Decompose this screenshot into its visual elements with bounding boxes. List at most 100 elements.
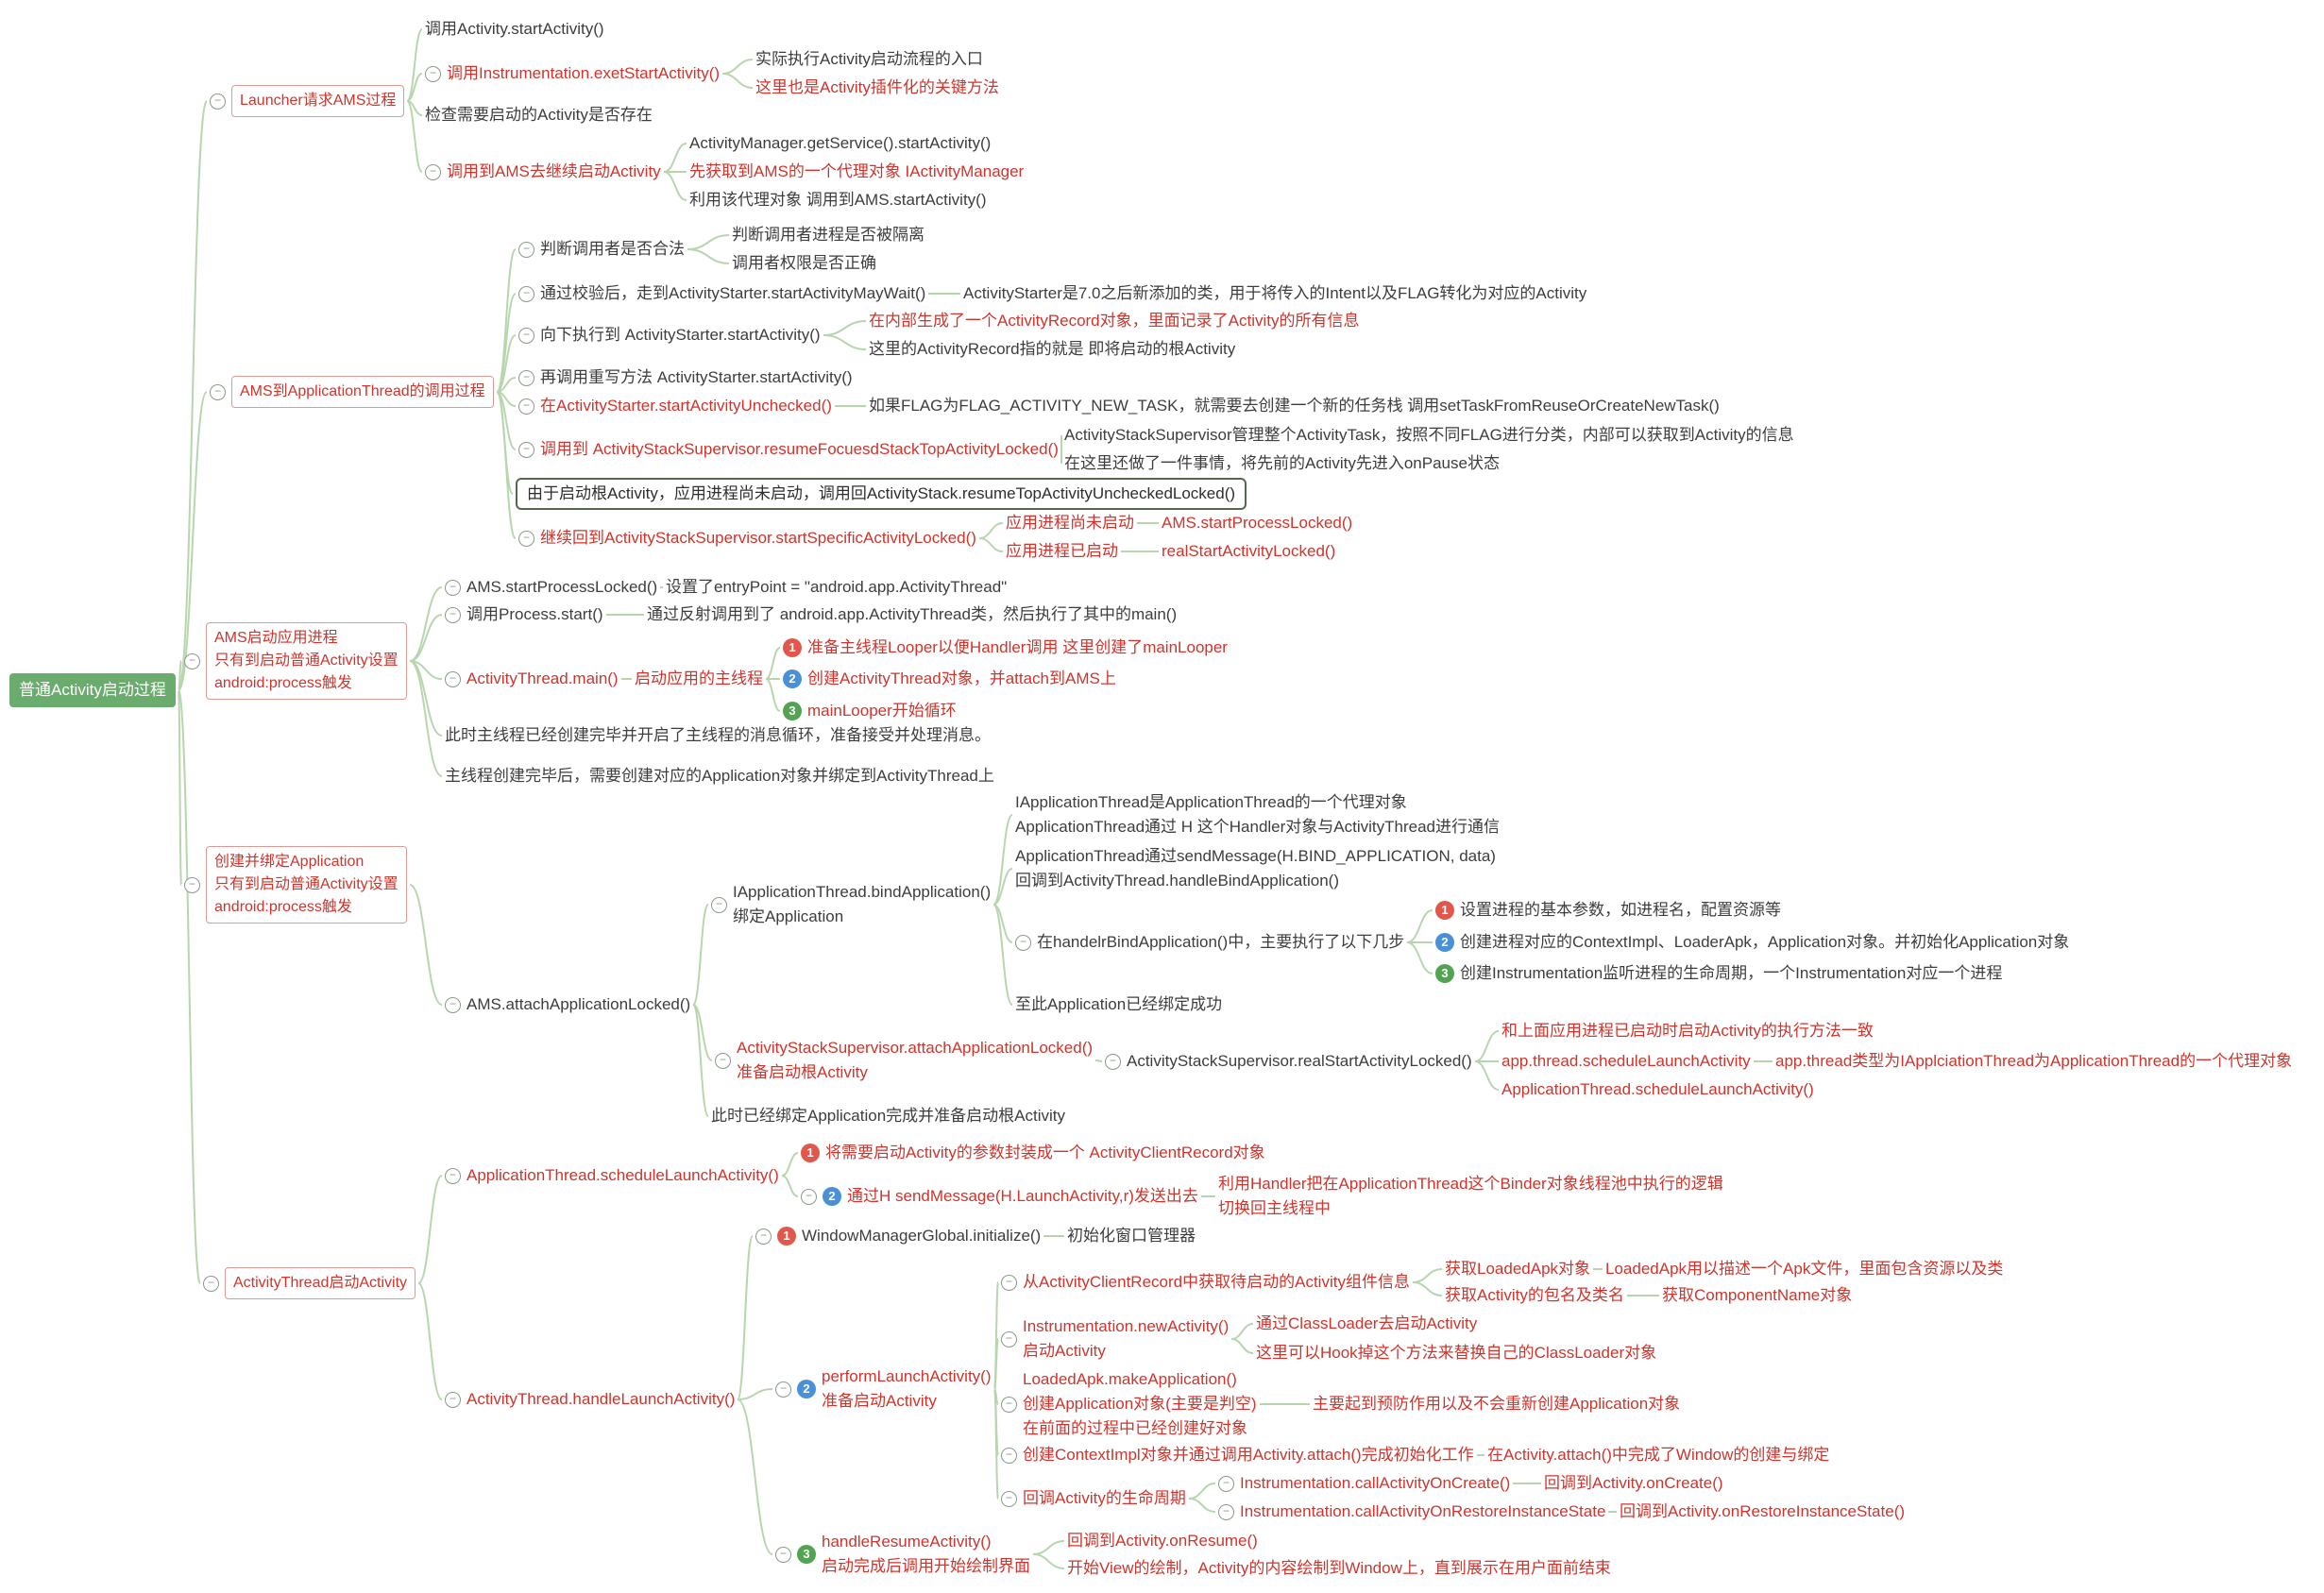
mindmap-node-n4_1_1_2[interactable]: ApplicationThread通过sendMessage(H.BIND_AP… <box>1015 844 1496 893</box>
mindmap-node-n3_3[interactable]: −ActivityThread.main() <box>445 667 619 691</box>
collapse-icon[interactable]: − <box>445 670 461 687</box>
mindmap-node-b2[interactable]: −AMS到ApplicationThread的调用过程 <box>210 376 494 408</box>
collapse-icon[interactable]: − <box>1015 934 1031 951</box>
mindmap-node-root[interactable]: 普通Activity启动过程 <box>9 673 176 707</box>
collapse-icon[interactable]: − <box>203 1275 219 1292</box>
collapse-icon[interactable]: − <box>755 1228 772 1245</box>
mindmap-node-n2_8[interactable]: −继续回到ActivityStackSupervisor.startSpecif… <box>518 526 976 551</box>
collapse-icon[interactable]: − <box>425 65 441 82</box>
mindmap-node-n2_8_1[interactable]: 应用进程尚未启动 <box>1006 511 1134 535</box>
collapse-icon[interactable]: − <box>518 369 534 386</box>
mindmap-node-n2_5[interactable]: −在ActivityStarter.startActivityUnchecked… <box>518 394 832 418</box>
mindmap-node-n2_6[interactable]: −调用到 ActivityStackSupervisor.resumeFocue… <box>518 437 1059 462</box>
mindmap-node-n4_1_2_1[interactable]: −ActivityStackSupervisor.realStartActivi… <box>1105 1049 1472 1074</box>
collapse-icon[interactable]: − <box>518 327 534 344</box>
mindmap-node-n5_2_2_1[interactable]: −从ActivityClientRecord中获取待启动的Activity组件信… <box>1001 1270 1410 1295</box>
mindmap-node-n1_4_3[interactable]: 利用该代理对象 调用到AMS.startActivity() <box>689 188 987 212</box>
mindmap-node-n3_5[interactable]: 主线程创建完毕后，需要创建对应的Application对象并绑定到Activit… <box>445 764 994 788</box>
mindmap-node-n4_1_2_1_3[interactable]: ApplicationThread.scheduleLaunchActivity… <box>1501 1077 1814 1102</box>
collapse-icon[interactable]: − <box>184 652 200 669</box>
collapse-icon[interactable]: − <box>518 530 534 547</box>
mindmap-node-n3_2_1[interactable]: 通过反射调用到了 android.app.ActivityThread类，然后执… <box>647 602 1177 627</box>
mindmap-node-n5_2_2_2[interactable]: −Instrumentation.newActivity()启动Activity <box>1001 1314 1229 1364</box>
mindmap-node-n5_2_2_3[interactable]: −LoadedApk.makeApplication()创建Applicatio… <box>1001 1367 1257 1441</box>
mindmap-node-n2_8_2[interactable]: 应用进程已启动 <box>1006 539 1118 564</box>
mindmap-node-n2_2[interactable]: −通过校验后，走到ActivityStarter.startActivityMa… <box>518 281 925 306</box>
mindmap-node-n1_2_1[interactable]: 实际执行Activity启动流程的入口 <box>755 47 983 72</box>
collapse-icon[interactable]: − <box>1001 1330 1017 1347</box>
mindmap-node-n2_3_1[interactable]: 在内部生成了一个ActivityRecord对象，里面记录了Activity的所… <box>869 309 1359 333</box>
mindmap-node-n4_1_2_1_2[interactable]: app.thread.scheduleLaunchActivity <box>1501 1049 1751 1074</box>
mindmap-node-n2_5_1[interactable]: 如果FLAG为FLAG_ACTIVITY_NEW_TASK，就需要去创建一个新的… <box>869 394 1720 418</box>
collapse-icon[interactable]: − <box>518 398 534 415</box>
mindmap-node-n4_1_2_1_2_1[interactable]: app.thread类型为IApplciationThread为Applicat… <box>1775 1049 2292 1074</box>
mindmap-node-n1_4[interactable]: −调用到AMS去继续启动Activity <box>425 160 661 184</box>
collapse-icon[interactable]: − <box>1105 1053 1121 1070</box>
mindmap-node-n3_2[interactable]: −调用Process.start() <box>445 602 603 627</box>
mindmap-node-n2_1_1[interactable]: 判断调用者进程是否被隔离 <box>732 223 925 247</box>
mindmap-node-n4_1_2_1_1[interactable]: 和上面应用进程已启动时启动Activity的执行方法一致 <box>1501 1019 1874 1043</box>
mindmap-node-n3_1[interactable]: −AMS.startProcessLocked() <box>445 575 657 600</box>
mindmap-node-n4_1_1_1[interactable]: IApplicationThread是ApplicationThread的一个代… <box>1015 790 1500 839</box>
collapse-icon[interactable]: − <box>775 1546 791 1563</box>
mindmap-node-n3_1_1[interactable]: 设置了entryPoint = "android.app.ActivityThr… <box>666 575 1007 600</box>
mindmap-node-n2_8_1_1[interactable]: AMS.startProcessLocked() <box>1162 511 1352 535</box>
mindmap-node-n5_2_2_2_2[interactable]: 这里可以Hook掉这个方法来替换自己的ClassLoader对象 <box>1256 1341 1656 1365</box>
mindmap-node-n5_2_2_1_2[interactable]: 获取Activity的包名及类名 <box>1445 1283 1624 1308</box>
collapse-icon[interactable]: − <box>210 383 226 400</box>
mindmap-node-n3_3_1[interactable]: 启动应用的主线程 <box>635 667 763 691</box>
mindmap-node-n2_3[interactable]: −向下执行到 ActivityStarter.startActivity() <box>518 323 821 347</box>
mindmap-node-n2_1_2[interactable]: 调用者权限是否正确 <box>732 251 876 276</box>
mindmap-node-b5[interactable]: −ActivityThread启动Activity <box>203 1267 416 1299</box>
mindmap-node-n4_1_1[interactable]: −IApplicationThread.bindApplication()绑定A… <box>711 880 991 929</box>
mindmap-node-n4_1[interactable]: −AMS.attachApplicationLocked() <box>445 992 690 1017</box>
collapse-icon[interactable]: − <box>445 606 461 623</box>
mindmap-node-n2_1[interactable]: −判断调用者是否合法 <box>518 237 685 262</box>
collapse-icon[interactable]: − <box>1001 1274 1017 1291</box>
collapse-icon[interactable]: − <box>711 896 727 913</box>
collapse-icon[interactable]: − <box>518 241 534 258</box>
mindmap-node-n2_4[interactable]: −再调用重写方法 ActivityStarter.startActivity() <box>518 365 853 390</box>
mindmap-node-n5_2_2_5_1[interactable]: −Instrumentation.callActivityOnCreate() <box>1218 1471 1510 1496</box>
mindmap-node-n1_4_2[interactable]: 先获取到AMS的一个代理对象 IActivityManager <box>689 160 1024 184</box>
mindmap-node-n5_2_2_5_1_1[interactable]: 回调到Activity.onCreate() <box>1544 1471 1723 1496</box>
collapse-icon[interactable]: − <box>445 579 461 596</box>
mindmap-node-n3_4[interactable]: 此时主线程已经创建完毕并开启了主线程的消息循环，准备接受并处理消息。 <box>445 723 991 748</box>
collapse-icon[interactable]: − <box>1001 1396 1017 1413</box>
mindmap-node-n5_2_2_5_2_1[interactable]: 回调到Activity.onRestoreInstanceState() <box>1620 1500 1905 1524</box>
mindmap-node-n2_8_2_1[interactable]: realStartActivityLocked() <box>1162 539 1335 564</box>
collapse-icon[interactable]: − <box>518 285 534 302</box>
collapse-icon[interactable]: − <box>1001 1447 1017 1464</box>
mindmap-node-n5_1_2_1[interactable]: 利用Handler把在ApplicationThread这个Binder对象线程… <box>1218 1172 1723 1221</box>
collapse-icon[interactable]: − <box>1218 1475 1234 1492</box>
mindmap-node-n5_2_2_2_1[interactable]: 通过ClassLoader去启动Activity <box>1256 1312 1477 1336</box>
collapse-icon[interactable]: − <box>1218 1503 1234 1520</box>
collapse-icon[interactable]: − <box>445 1391 461 1408</box>
mindmap-node-n2_6_1[interactable]: ActivityStackSupervisor管理整个ActivityTask，… <box>1064 423 1794 448</box>
mindmap-node-n4_1_3[interactable]: 此时已经绑定Application完成并准备启动根Activity <box>711 1104 1065 1128</box>
mindmap-node-n5_1[interactable]: −ApplicationThread.scheduleLaunchActivit… <box>445 1163 779 1188</box>
mindmap-node-n4_1_1_3[interactable]: −在handelrBindApplication()中，主要执行了以下几步 <box>1015 930 1404 955</box>
mindmap-node-n5_2_3_2[interactable]: 开始View的绘制，Activity的内容绘制到Window上，直到展示在用户面… <box>1067 1556 1611 1581</box>
mindmap-node-n1_3[interactable]: 检查需要启动的Activity是否存在 <box>425 103 653 127</box>
mindmap-node-n5_2_2_4[interactable]: −创建ContextImpl对象并通过调用Activity.attach()完成… <box>1001 1443 1474 1467</box>
mindmap-node-n5_2_2_1_1[interactable]: 获取LoadedApk对象 <box>1445 1257 1590 1281</box>
mindmap-node-n5_2_3_1[interactable]: 回调到Activity.onResume() <box>1067 1529 1258 1553</box>
mindmap-node-n4_1_2[interactable]: −ActivityStackSupervisor.attachApplicati… <box>715 1036 1093 1085</box>
mindmap-node-n5_2_2_5_2[interactable]: −Instrumentation.callActivityOnRestoreIn… <box>1218 1500 1605 1524</box>
collapse-icon[interactable]: − <box>1001 1490 1017 1507</box>
mindmap-node-n2_3_2[interactable]: 这里的ActivityRecord指的就是 即将启动的根Activity <box>869 337 1235 362</box>
collapse-icon[interactable]: − <box>425 163 441 180</box>
mindmap-node-n1_4_1[interactable]: ActivityManager.getService().startActivi… <box>689 131 991 156</box>
mindmap-node-n2_7[interactable]: 由于启动根Activity，应用进程尚未启动，调用回ActivityStack.… <box>516 478 1247 510</box>
